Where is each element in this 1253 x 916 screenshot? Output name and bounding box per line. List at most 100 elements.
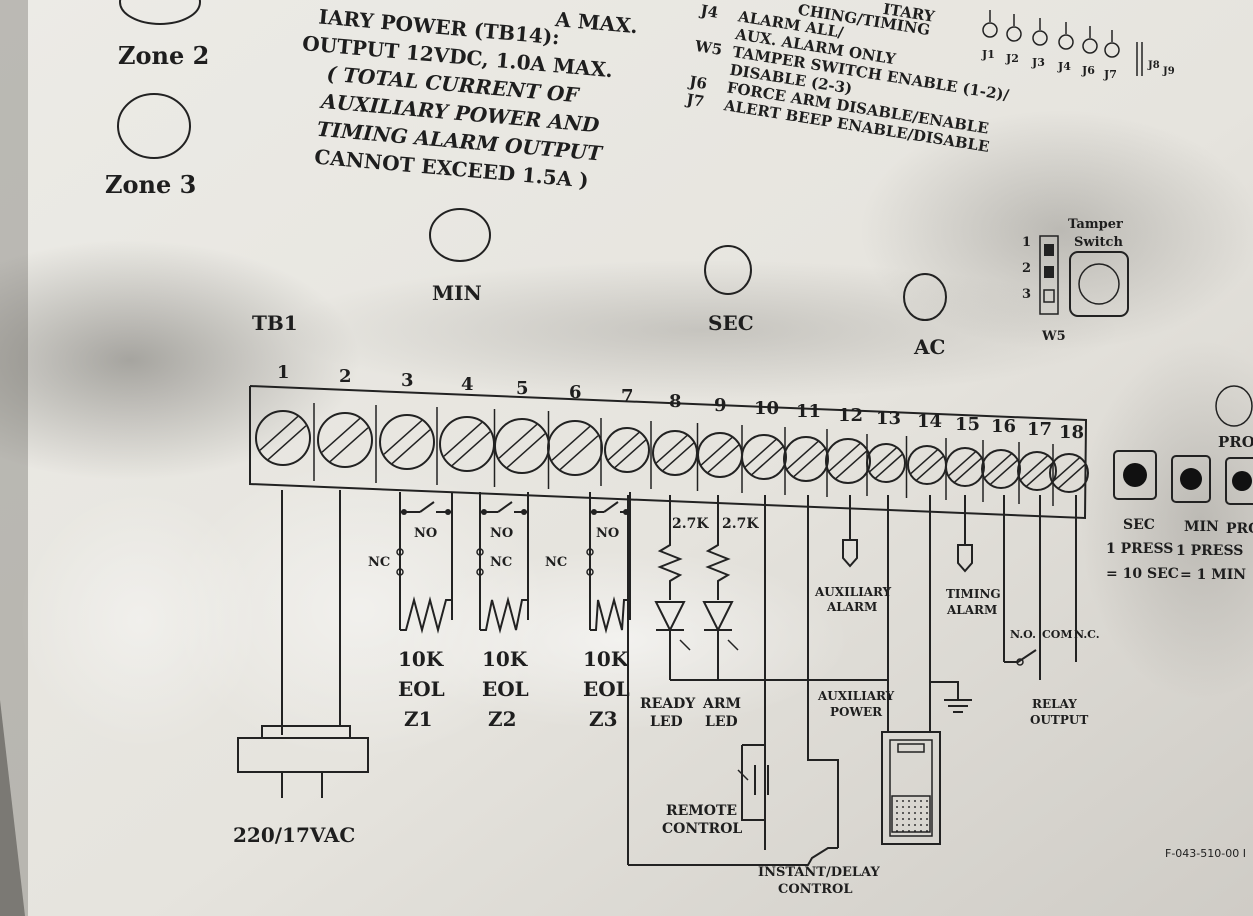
terminal-screw-10[interactable] [741,425,787,493]
remote-control-label-1: REMOTE [666,803,737,819]
jumper-label: J4 [1057,60,1071,73]
sec-button-label: SEC [1123,517,1155,533]
zone-id-label: Z3 [589,707,618,731]
min-button-desc-2: = 1 MIN [1180,567,1246,583]
ac-led-label: AC [913,335,945,359]
j6-code: J6 [686,72,708,93]
terminal-screw-18[interactable] [1049,444,1089,506]
terminal-number: 9 [714,395,727,416]
terminal-screw-1[interactable] [255,410,311,466]
sec-led-label: SEC [708,311,754,335]
terminal-number: 14 [917,411,942,432]
remote-control-label-2: CONTROL [662,821,742,837]
zone1-indicator [119,0,201,25]
detector-device [881,731,941,845]
w5-jumper: 1 2 3 W5 [1022,235,1066,344]
terminal-screw-12[interactable] [825,429,871,497]
jumper-pin-icon[interactable] [982,10,998,38]
terminal-screw-2[interactable] [313,403,373,481]
no-contact-label: NO [596,526,619,541]
terminal-number: 5 [516,378,529,399]
tamper-switch[interactable]: Tamper Switch [1068,217,1129,317]
jumper-pin-icon[interactable] [1104,30,1120,58]
w5-pin-2: 2 [1022,261,1031,276]
ready-resistor-icon [657,530,683,600]
min-button-desc-1: 1 PRESS [1176,543,1243,559]
jumper-pin-icon[interactable] [1032,18,1048,46]
jumper-pin-icon[interactable] [1082,26,1098,54]
terminal-number: 7 [621,386,634,407]
eol-resistor-value: 10K [482,647,528,671]
terminal-screw-11[interactable] [783,427,829,495]
terminal-screw-13[interactable] [866,434,906,496]
terminal-screw-17[interactable] [1017,442,1057,504]
aux-alarm-icon [842,539,858,568]
transformer-label: 220/17VAC [233,823,355,847]
ready-resistor-value: 2.7K [672,516,709,532]
relay-no-label: N.O. [1010,628,1036,641]
j8-label: J8 [1147,60,1160,71]
terminal-number: 12 [838,405,863,426]
terminal-number: 4 [461,374,474,395]
sec-button[interactable] [1113,450,1157,500]
prog-button[interactable] [1225,457,1253,505]
jumper-label: J3 [1031,56,1045,69]
jumper-pin-icon[interactable] [1006,14,1022,42]
zone3-label: Zone 3 [105,170,196,199]
terminal-number: 2 [339,366,352,387]
ready-led-icon [654,601,686,633]
terminal-screw-15[interactable] [945,438,985,500]
remote-control-wiring: REMOTE CONTROL INSTANT/DELAY CONTROL [628,495,880,897]
min-button[interactable] [1171,455,1211,503]
j4-code: J4 [697,1,719,22]
min-button-label: MIN [1184,519,1219,535]
arm-resistor-icon [705,530,731,600]
w5-pin-1: 1 [1022,235,1031,250]
no-contact-label: NO [490,526,513,541]
sec-led-icon [704,245,752,295]
nc-contact-label: NC [368,555,390,570]
instant-delay-label-1: INSTANT/DELAY [758,865,880,880]
aux-wiring: AUXILIARY ALARM AUXILIARY POWER TIMING A… [814,495,1001,845]
terminal-number: 15 [955,414,980,435]
terminal-number: 6 [569,382,582,403]
terminal-number: 17 [1027,419,1052,440]
ready-led-label-2: LED [650,714,683,730]
jumper-label: J6 [1081,64,1095,77]
transformer: 220/17VAC [233,490,369,847]
min-led-icon [429,208,491,262]
terminal-number: 1 [277,362,290,383]
prog-led-icon [1215,385,1253,427]
prog-button-label: PRO [1226,521,1253,537]
w5-pin-3: 3 [1022,287,1031,302]
jumper-pin-icon[interactable] [1058,22,1074,50]
relay-nc-label: N.C. [1074,628,1100,641]
w5-label: W5 [1041,329,1066,344]
sec-button-desc-1: 1 PRESS [1106,541,1173,557]
aux-alarm-label-2: ALARM [826,600,877,614]
button-panel: PROG SEC 1 PRESS = 10 SEC MIN 1 PRESS = … [1106,385,1253,583]
jumper-label: J2 [1005,52,1019,65]
j9-label: J9 [1162,66,1175,77]
zone-id-label: Z2 [488,707,517,731]
arm-led-label-2: LED [705,714,738,730]
terminal-screw-3[interactable] [375,405,435,483]
ready-led-label-1: READY [640,696,696,712]
terminal-screw-7[interactable] [600,418,650,486]
terminal-screw-16[interactable] [981,440,1021,502]
terminal-screw-6[interactable] [547,411,603,489]
prog-label: PROG [1218,433,1253,451]
arm-led-label-1: ARM [702,696,741,712]
timing-alarm-label-2: ALARM [946,603,997,617]
terminal-number: 11 [796,401,821,422]
nc-contact-label: NC [490,555,512,570]
terminal-screw-4[interactable] [436,407,495,485]
